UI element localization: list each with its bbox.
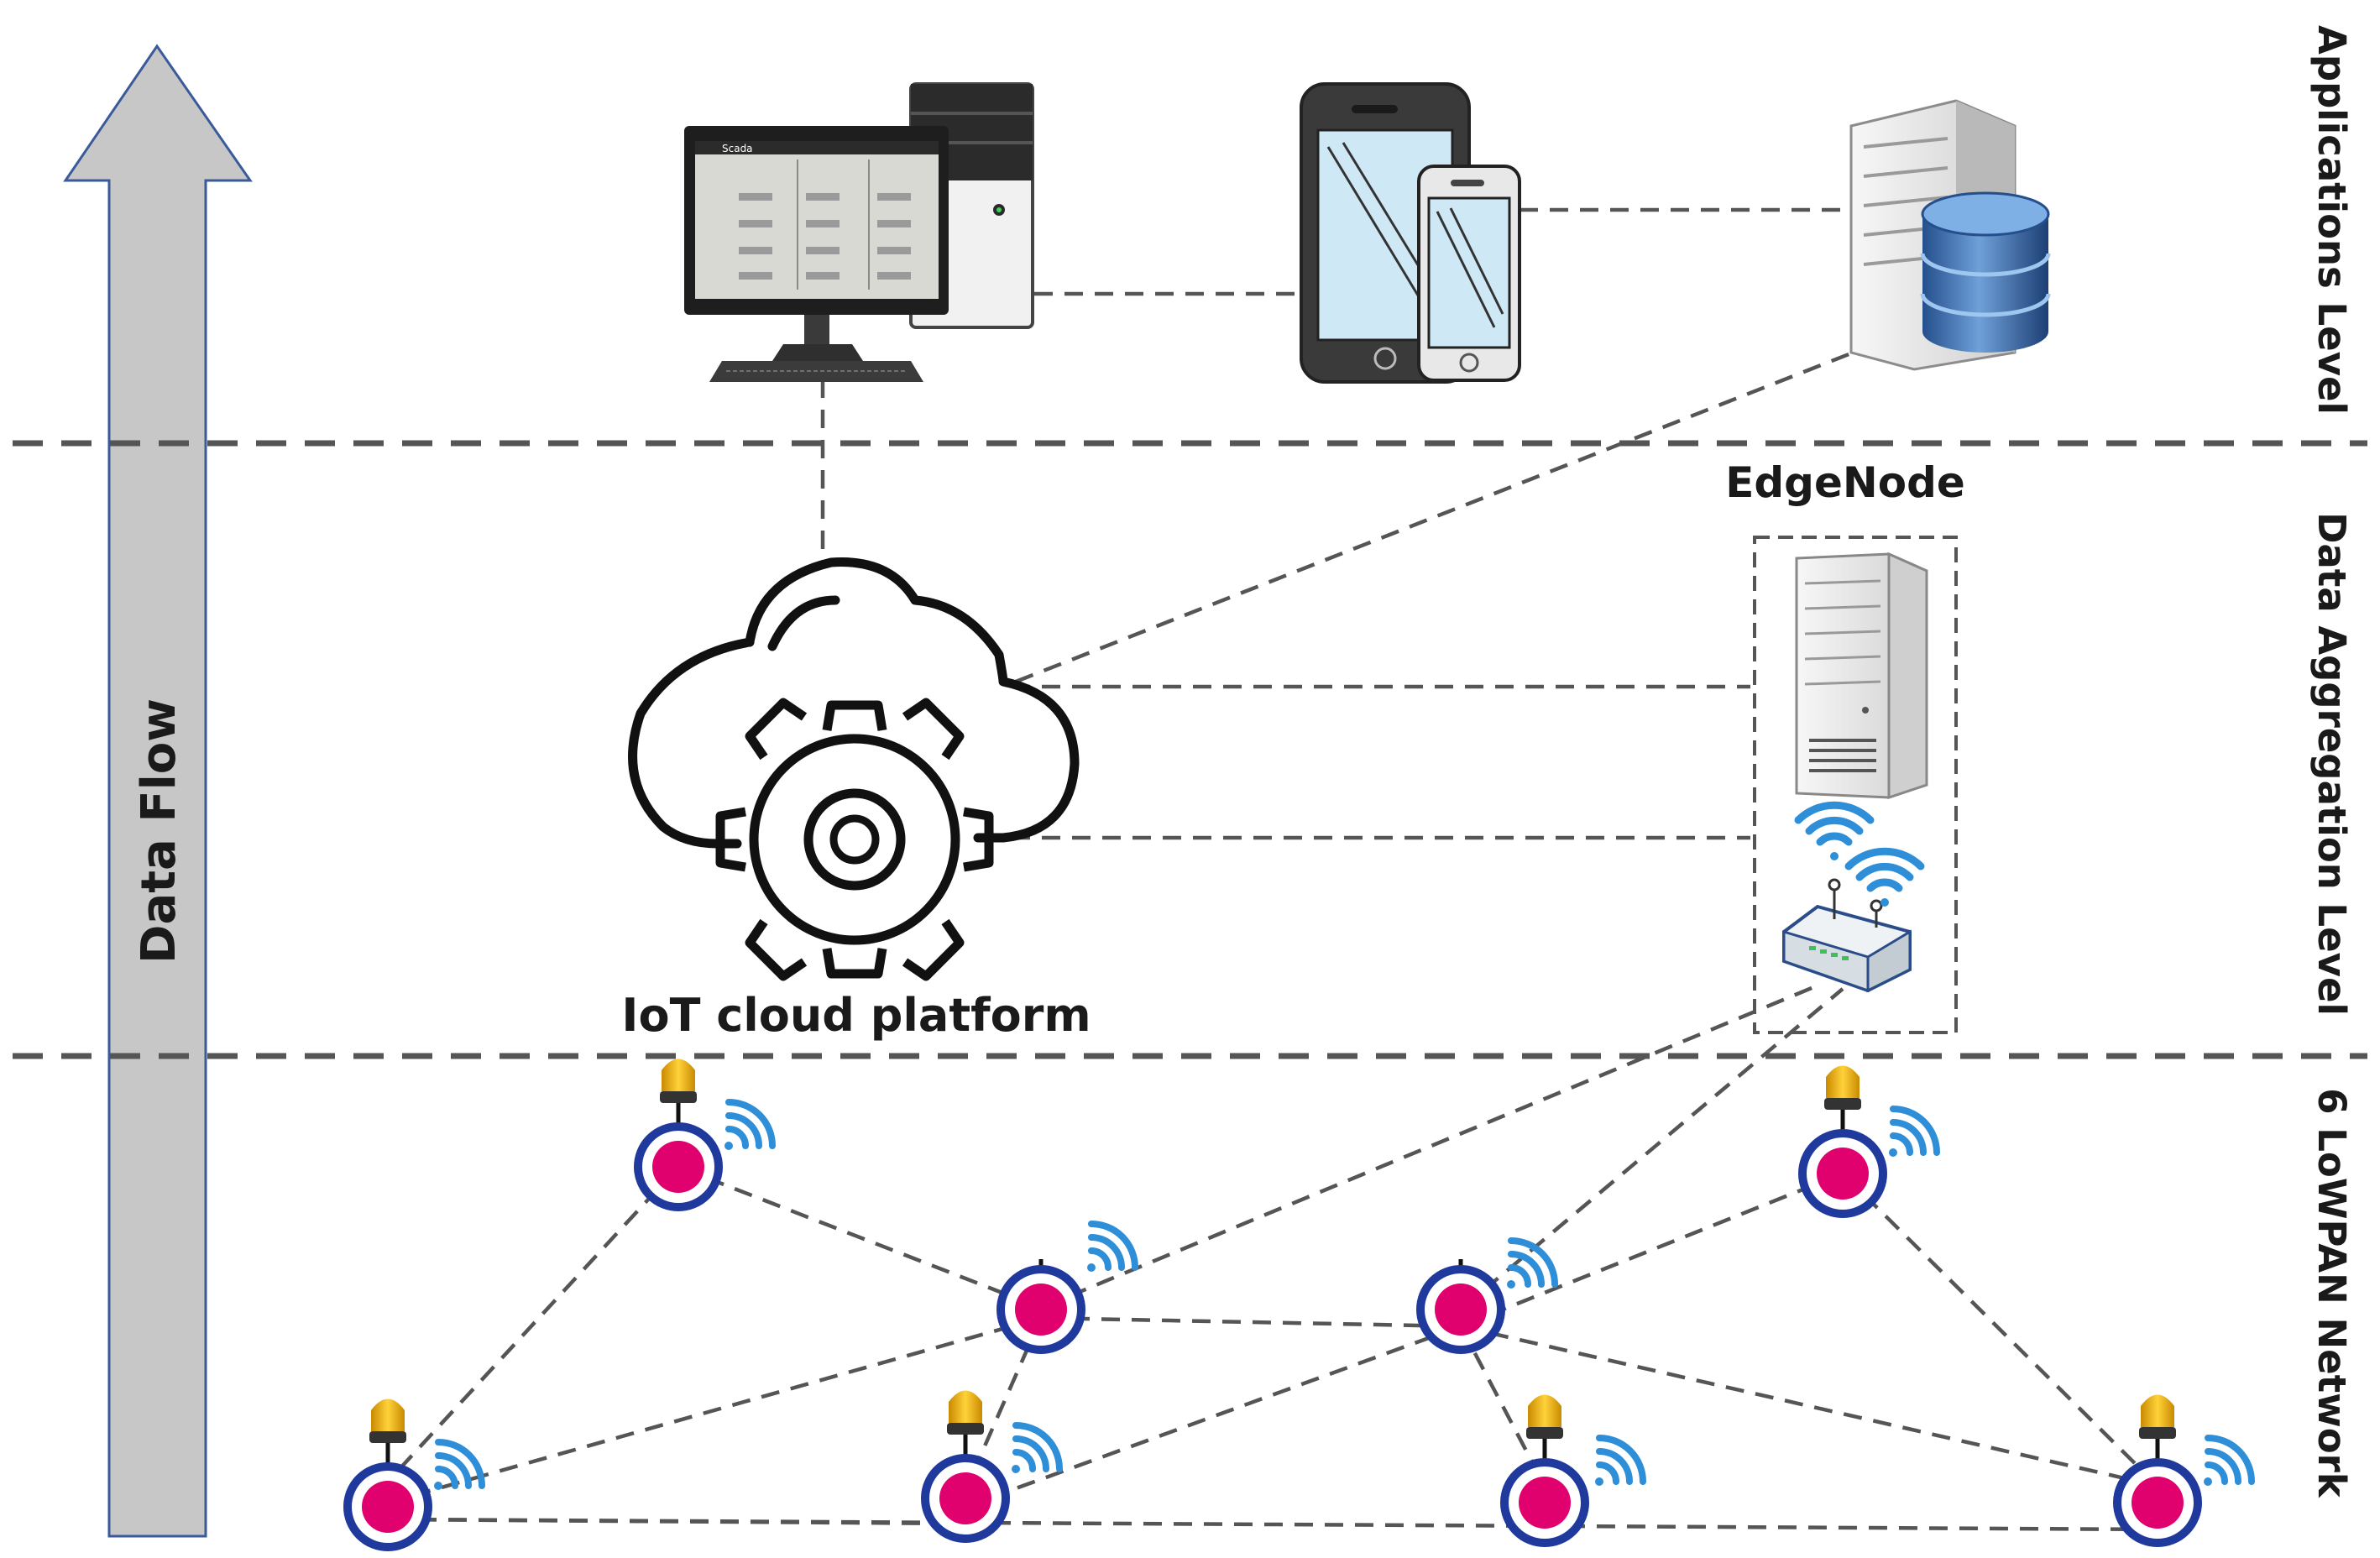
- edge-node-label: EdgeNode: [1725, 458, 1965, 507]
- beacon-light-icon: [947, 1390, 984, 1456]
- beacon-light-icon: [2139, 1394, 2176, 1461]
- data-flow-label: Data Flow: [132, 698, 186, 964]
- wifi-signal-icon: [1087, 1221, 1138, 1272]
- wifi-signal-icon: [1012, 1422, 1063, 1473]
- data-flow-arrow: Data Flow: [63, 44, 253, 1538]
- sensor-node-icon: [996, 1221, 1138, 1354]
- beacon-light-icon: [1526, 1394, 1563, 1461]
- sensor-node-icon: [1500, 1394, 1646, 1547]
- connection-lines: [386, 207, 2159, 1532]
- sensor-node-icon: [921, 1390, 1063, 1543]
- desktop-computer-icon: Scada: [684, 82, 1034, 382]
- wifi-router-icon: [1782, 878, 1912, 993]
- wifi-signal-icon: [1889, 1106, 1940, 1157]
- wifi-signal-icon: [1794, 801, 1875, 860]
- level-label-lowpan: 6 LoWPAN Network: [2309, 1088, 2354, 1498]
- cloud-platform-label: IoT cloud platform: [621, 989, 1091, 1042]
- wifi-signal-icon: [434, 1439, 485, 1490]
- beacon-light-icon: [1824, 1065, 1861, 1132]
- sensor-nodes: [343, 1059, 2255, 1551]
- scada-title: Scada: [722, 143, 753, 154]
- beacon-light-icon: [660, 1059, 697, 1125]
- wifi-signal-icon: [1844, 847, 1925, 907]
- sensor-node-icon: [2113, 1394, 2255, 1547]
- wifi-signal-icon: [2204, 1435, 2255, 1486]
- sensor-node-icon: [1798, 1065, 1940, 1218]
- cloud-gear-icon: [628, 557, 1080, 981]
- tower-pc-icon: [1795, 552, 1928, 800]
- smartphones-icon: [1300, 82, 1521, 384]
- level-label-aggregation: Data Aggregation Level: [2309, 512, 2354, 1016]
- sensor-node-icon: [634, 1059, 776, 1211]
- wifi-signal-icon: [724, 1099, 776, 1150]
- database-server-icon: [1849, 99, 2051, 371]
- level-label-applications: Applications Level: [2309, 25, 2354, 415]
- gear-teeth: [715, 698, 994, 981]
- sensor-node-icon: [343, 1399, 485, 1551]
- wifi-signal-icon: [1507, 1237, 1558, 1289]
- edge-node-box: [1753, 536, 1958, 1034]
- beacon-light-icon: [369, 1399, 406, 1465]
- wifi-signal-icon: [1595, 1435, 1646, 1486]
- sensor-node-icon: [1416, 1237, 1558, 1354]
